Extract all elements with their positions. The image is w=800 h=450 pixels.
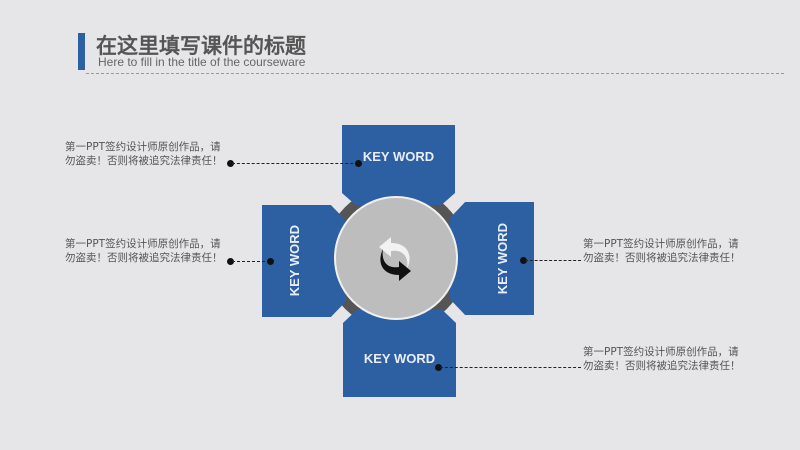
connector-line (232, 163, 358, 164)
note-top-left: 第一PPT签约设计师原创作品，请勿盗卖！否则将被追究法律责任！ (65, 141, 223, 167)
page-subtitle: Here to fill in the title of the coursew… (98, 55, 306, 69)
connector-line (232, 261, 270, 262)
connector-line (440, 367, 581, 368)
connector-dot (267, 258, 274, 265)
connector-dot (520, 257, 527, 264)
keyword-label: KEY WORD (362, 148, 435, 164)
connector-line (525, 260, 581, 261)
connector-dot (227, 258, 234, 265)
connector-dot (435, 364, 442, 371)
keyword-block-bottom[interactable]: KEY WORD (343, 310, 456, 397)
keyword-label: KEY WORD (286, 225, 302, 297)
title-accent-bar (78, 33, 85, 70)
page-title: 在这里填写课件的标题 (96, 34, 306, 58)
keyword-label: KEY WORD (494, 222, 510, 295)
connector-dot (355, 160, 362, 167)
connector-dot (227, 160, 234, 167)
note-bottom-right: 第一PPT签约设计师原创作品，请勿盗卖！否则将被追究法律责任！ (583, 346, 741, 372)
center-circle (334, 196, 458, 320)
keyword-label: KEY WORD (363, 351, 436, 366)
note-mid-right: 第一PPT签约设计师原创作品，请勿盗卖！否则将被追究法律责任！ (583, 238, 741, 264)
refresh-arrows-icon (379, 237, 411, 281)
keyword-block-left[interactable]: KEY WORD (262, 205, 346, 317)
header-divider (86, 73, 784, 74)
note-mid-left: 第一PPT签约设计师原创作品，请勿盗卖！否则将被追究法律责任！ (65, 238, 223, 264)
